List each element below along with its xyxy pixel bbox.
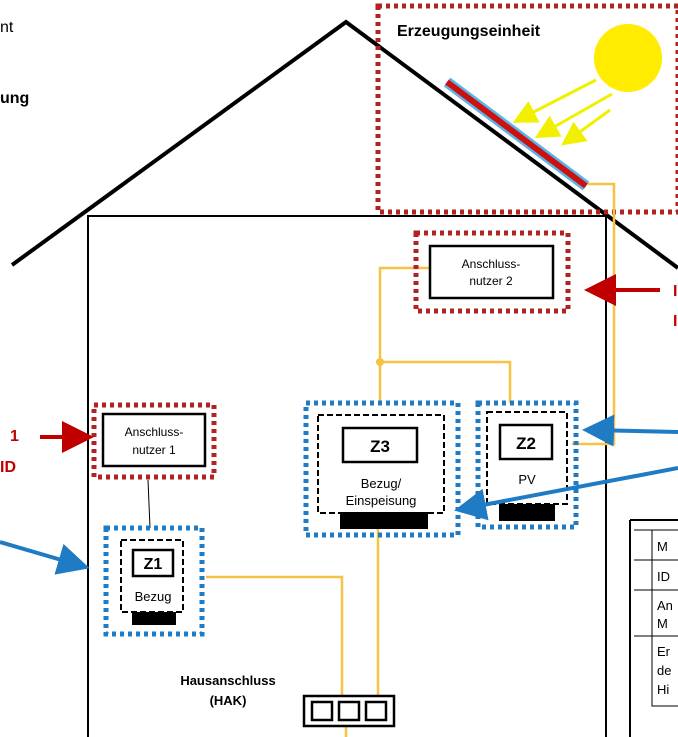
wire-junction — [376, 358, 384, 366]
blue-arrow-z1 — [0, 540, 90, 575]
table-row4-line3: Hi — [657, 682, 669, 697]
generation-unit-box — [375, 3, 678, 215]
user2-label-line2: nutzer 2 — [469, 274, 513, 288]
left-text-line1: nt — [0, 19, 14, 36]
sun-icon — [594, 24, 662, 92]
user1-box — [101, 412, 207, 468]
blue-arrow-z3 — [454, 466, 678, 521]
table-row3-line1: An — [657, 598, 673, 613]
hak-fuse — [337, 700, 361, 722]
hak-fuse — [310, 700, 334, 722]
left-label-num: 1 — [10, 428, 19, 445]
solar-panel-icon — [445, 79, 588, 189]
generation-unit-title: Erzeugungseinheit — [397, 23, 541, 40]
right-label-a: I — [673, 283, 677, 300]
z2-dotted-box — [475, 400, 579, 530]
house-walls — [87, 215, 607, 737]
user2-box — [428, 244, 555, 300]
sun-ray — [512, 78, 597, 123]
z3-meter-base — [340, 512, 428, 529]
user2-label-line1: Anschluss- — [462, 257, 521, 271]
z2-label: PV — [518, 472, 536, 487]
z1-id: Z1 — [144, 556, 163, 573]
left-label-id: ID — [0, 459, 16, 476]
table-row2: ID — [657, 569, 670, 584]
z1-label: Bezug — [135, 589, 172, 604]
z3-id: Z3 — [370, 437, 390, 456]
z2-id: Z2 — [516, 434, 536, 453]
z2-id-box — [498, 423, 554, 461]
hak-fuse — [364, 700, 388, 722]
table-row1: M — [657, 539, 668, 554]
z3-id-box — [341, 426, 419, 464]
hak-label-line2: (HAK) — [210, 693, 247, 708]
z3-label-line2: Einspeisung — [346, 493, 417, 508]
z1-meter-base — [132, 612, 176, 625]
user1-dotted-box — [91, 402, 217, 480]
z1-id-box — [131, 548, 175, 578]
z3-dotted-box — [303, 400, 461, 538]
table-row4-line1: Er — [657, 644, 671, 659]
roof-line — [10, 19, 678, 270]
user2-dotted-box — [413, 230, 571, 314]
table-row4-line2: de — [657, 663, 671, 678]
user1-label-line2: nutzer 1 — [132, 443, 176, 457]
z1-dotted-box — [103, 525, 205, 637]
table-row3-line2: M — [657, 616, 668, 631]
hak-label-line1: Hausanschluss — [180, 673, 275, 688]
sun-ray — [534, 92, 613, 138]
blue-arrow-z2 — [582, 414, 678, 447]
left-text-line2: ung — [0, 90, 29, 107]
user1-label-line1: Anschluss- — [125, 425, 184, 439]
z3-label-line1: Bezug/ — [361, 476, 402, 491]
partial-table — [629, 519, 678, 737]
z2-meter-base — [499, 504, 555, 521]
right-label-b: I — [673, 313, 677, 330]
sun-ray — [561, 108, 611, 146]
